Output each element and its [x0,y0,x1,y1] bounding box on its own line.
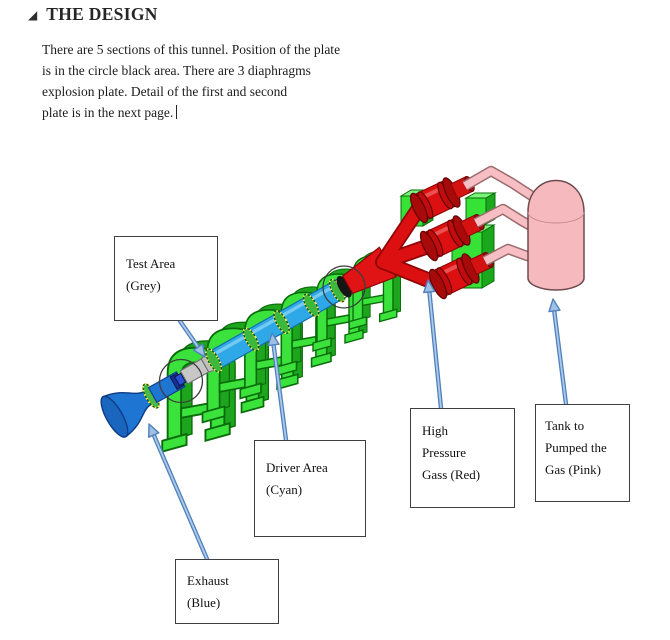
exhaust-bell-nozzle [100,388,156,438]
pink-tank [527,179,585,291]
paragraph-text: There are 5 sections of this tunnel. Pos… [42,42,341,120]
arrow-test-area [177,318,206,358]
body-paragraph[interactable]: There are 5 sections of this tunnel. Pos… [42,39,452,123]
label-driver-area-text: Driver Area (Cyan) [266,460,328,497]
label-test-area[interactable]: Test Area (Grey) [114,236,218,321]
text-cursor [176,105,178,119]
arrow-tank [548,298,569,407]
main-tube [100,246,397,438]
tube-flanges [205,278,346,374]
label-high-pressure[interactable]: High Pressure Gass (Red) [410,408,515,508]
label-tank[interactable]: Tank to Pumped the Gas (Pink) [535,404,630,502]
heading-title: THE DESIGN [46,4,158,24]
section-heading: ◢ THE DESIGN [28,4,158,25]
plate-circles [158,265,366,404]
test-model [169,372,187,390]
label-exhaust[interactable]: Exhaust (Blue) [175,559,279,624]
arrow-driver-area [267,332,289,443]
plate-circle-1 [158,358,204,404]
plate-circle-2 [322,265,366,309]
label-exhaust-text: Exhaust (Blue) [187,573,229,610]
label-driver-area[interactable]: Driver Area (Cyan) [254,440,366,537]
arrow-exhaust [147,423,210,562]
label-tank-text: Tank to Pumped the Gas (Pink) [545,418,607,477]
label-test-area-text: Test Area (Grey) [126,256,176,293]
label-high-pressure-text: High Pressure Gass (Red) [422,423,481,482]
heading-collapse-icon[interactable]: ◢ [28,8,38,22]
arrow-high-pressure [423,279,444,411]
diaphragm-plate [336,275,352,298]
callout-arrows [147,279,569,562]
